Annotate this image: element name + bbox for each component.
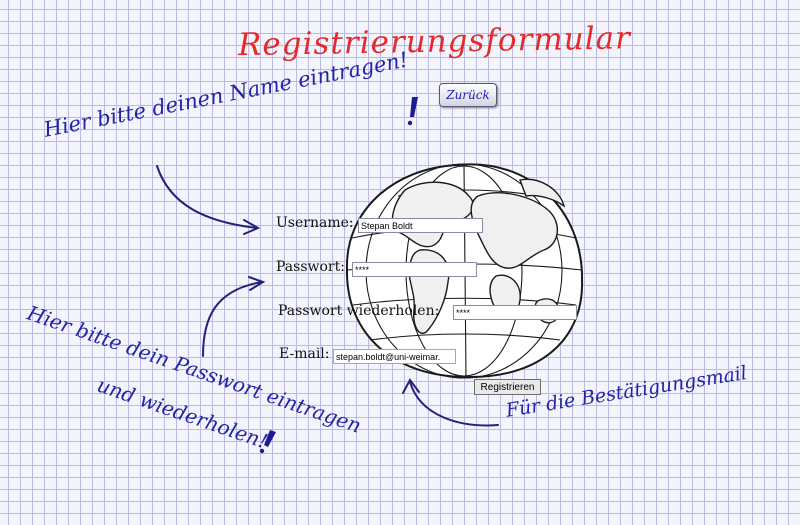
page-title: Registrierungsformular [237, 20, 632, 64]
username-input[interactable] [358, 218, 483, 233]
email-input[interactable] [333, 349, 456, 364]
password-repeat-input[interactable] [453, 305, 577, 320]
register-button[interactable]: Registrieren [474, 379, 541, 395]
arrow-to-username-head [243, 219, 261, 235]
email-label: E-mail: [279, 346, 330, 362]
password-repeat-label: Passwort wiederholen: [278, 303, 440, 319]
arrow-to-email-head [402, 378, 420, 394]
username-label: Username: [276, 215, 354, 231]
password-label: Passwort: [276, 259, 345, 275]
arrow-to-email [409, 381, 499, 427]
arrow-to-username [156, 165, 258, 229]
arrow-to-password [202, 281, 263, 357]
back-button[interactable]: Zurück [439, 83, 497, 107]
password-input[interactable] [352, 262, 477, 277]
arrow-to-password-head [248, 276, 266, 291]
